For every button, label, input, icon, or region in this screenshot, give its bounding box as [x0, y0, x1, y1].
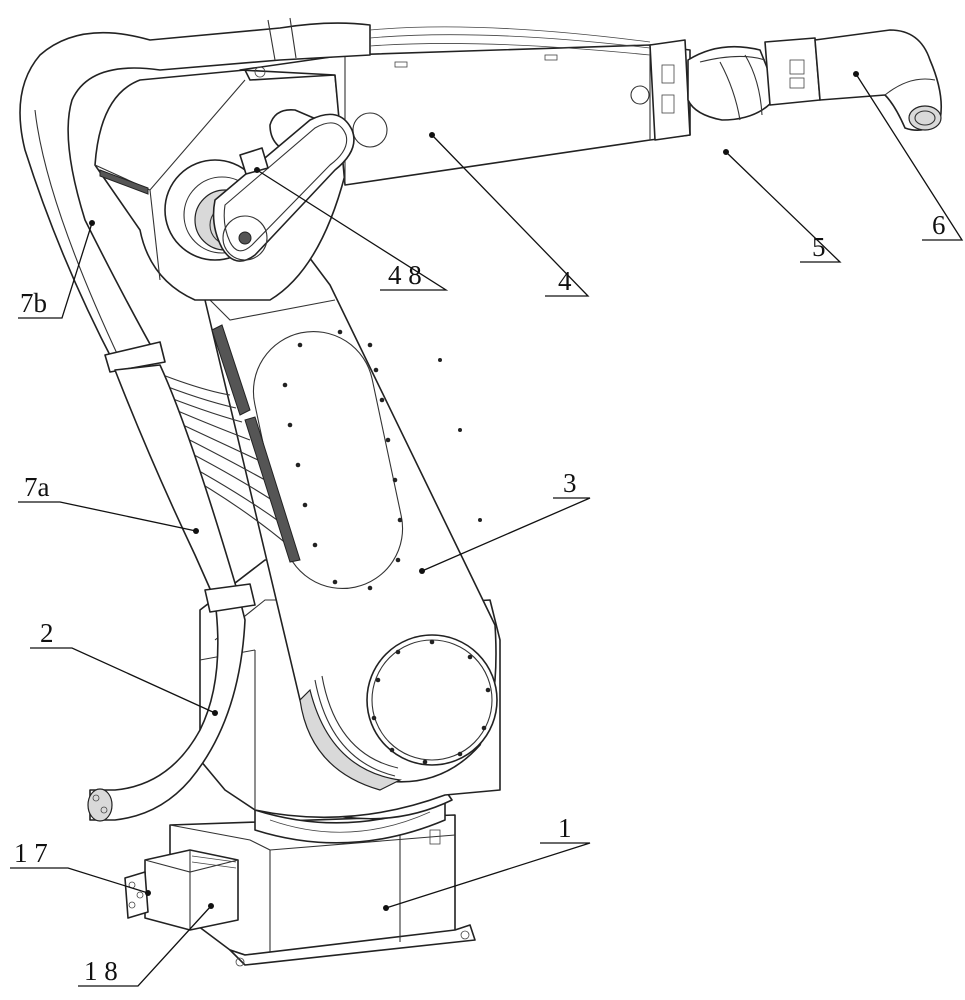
label-part-17: 1 7: [14, 838, 48, 868]
base: [169, 814, 476, 967]
leader-p3: [421, 497, 591, 572]
label-part-4: 4: [558, 266, 572, 296]
label-part-18: 1 8: [84, 956, 118, 986]
lower-arm-bolts: [282, 329, 491, 765]
leader-p4: [431, 134, 590, 297]
leader-p5: [725, 151, 842, 263]
leader-p1: [385, 842, 591, 909]
end-effector: [814, 29, 943, 131]
leader-p7b: [18, 222, 93, 319]
cable-hose-7a: [87, 364, 256, 822]
label-part-7b: 7b: [20, 288, 47, 318]
label-part-6: 6: [932, 210, 946, 240]
cable-hose-7b: [19, 17, 651, 373]
label-part-2: 2: [40, 618, 54, 648]
leader-p2: [30, 647, 216, 714]
wrist: [687, 37, 821, 121]
part-labels: 1 2 3 4 5 6 7a 7b 4 8 1 7 1 8: [14, 210, 946, 986]
leader-p7a: [18, 501, 197, 532]
leader-p17: [10, 867, 149, 894]
cable-bundle: [149, 324, 301, 563]
leader-p6: [855, 73, 964, 241]
label-part-1: 1: [558, 813, 572, 843]
label-part-48: 4 8: [388, 260, 422, 290]
label-part-5: 5: [812, 232, 826, 262]
label-part-3: 3: [563, 468, 577, 498]
leader-p18: [78, 905, 212, 987]
label-part-7a: 7a: [24, 472, 50, 502]
leader-lines: [10, 71, 964, 987]
leader-p48: [256, 169, 449, 291]
motor-box: [124, 849, 239, 931]
lower-arm: [189, 224, 498, 791]
